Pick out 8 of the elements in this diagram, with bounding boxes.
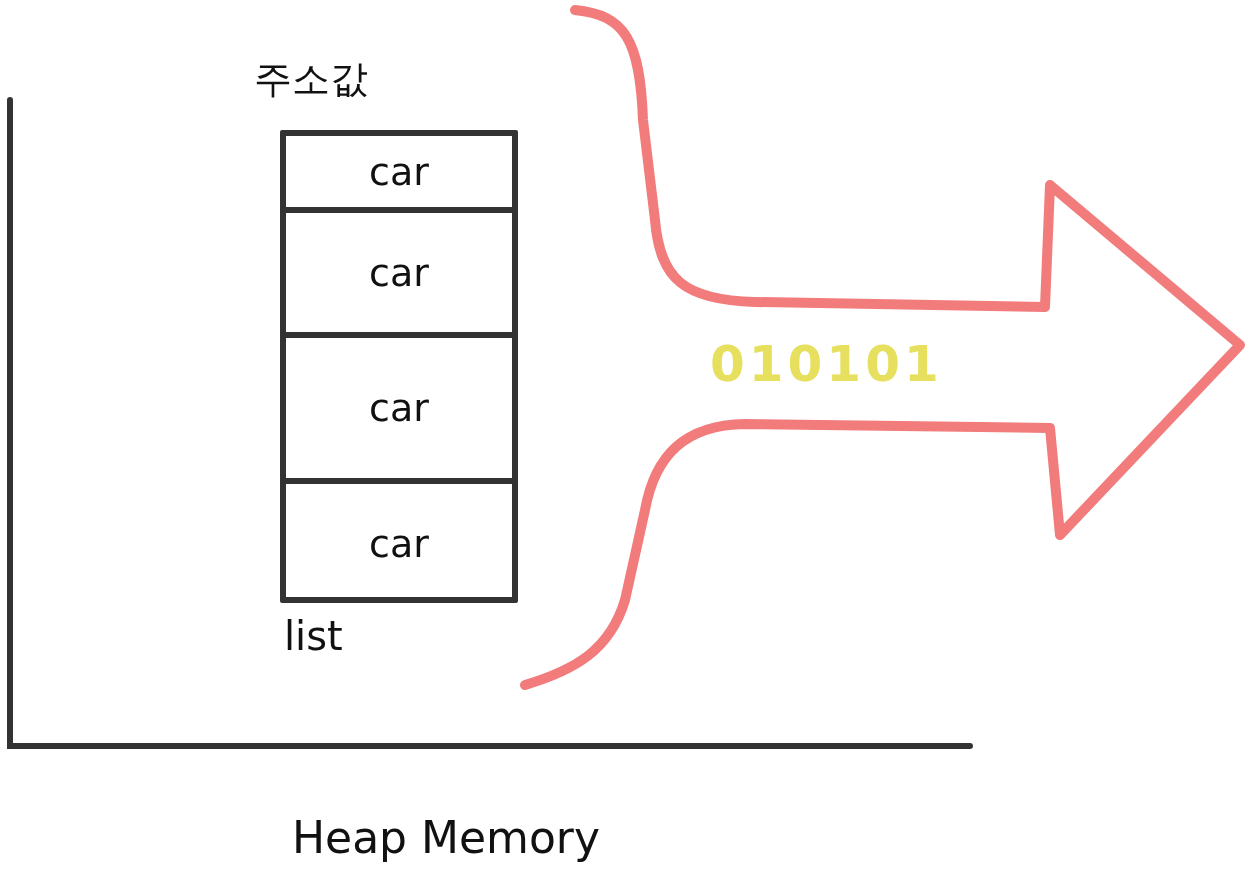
memory-cell: car bbox=[286, 484, 512, 603]
address-label: 주소값 bbox=[254, 56, 368, 103]
memory-cell: car bbox=[286, 338, 512, 484]
list-label: list bbox=[284, 613, 343, 659]
heap-memory-label: Heap Memory bbox=[292, 812, 600, 863]
binary-text: 010101 bbox=[710, 335, 943, 393]
memory-cell: car bbox=[286, 136, 512, 213]
memory-cell: car bbox=[286, 213, 512, 338]
